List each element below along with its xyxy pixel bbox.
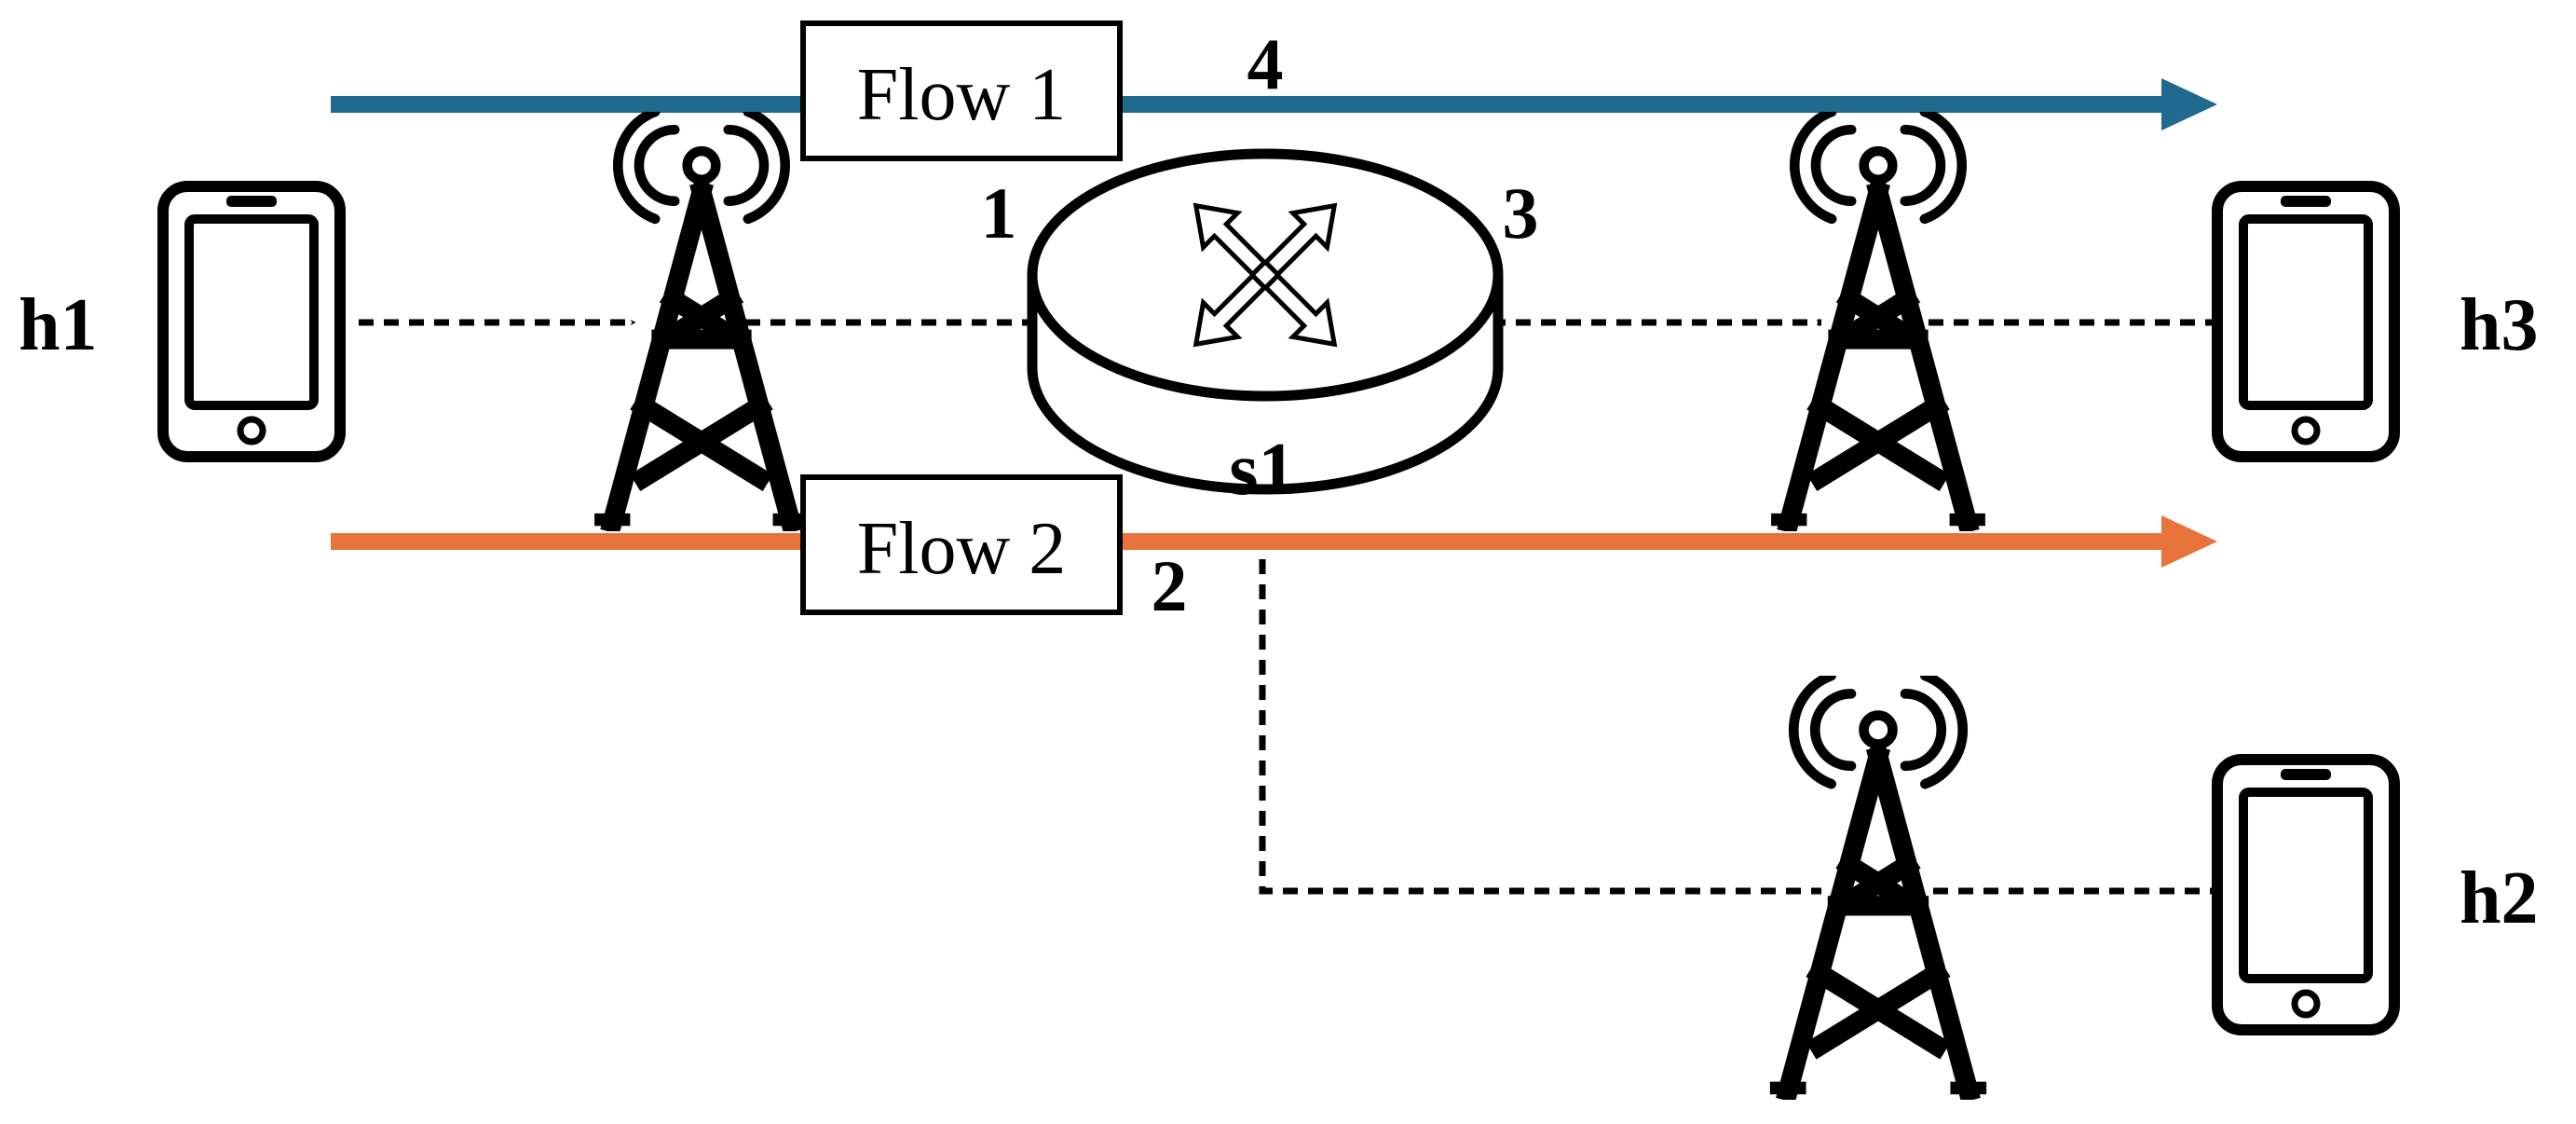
host-h2-label: h2 <box>2460 857 2539 939</box>
access-point-3-radio-tower-icon <box>1771 112 1985 526</box>
host-h3-label: h3 <box>2460 284 2539 366</box>
flow-1-arrowhead <box>2161 78 2217 130</box>
flow-2-arrowhead <box>2161 515 2217 568</box>
port-4-label: 4 <box>1247 23 1284 104</box>
flow-2-label: Flow 2 <box>857 508 1067 590</box>
host-h1-label: h1 <box>19 284 98 366</box>
link-s1-ap2 <box>1259 558 1822 895</box>
port-1-label: 1 <box>981 172 1017 254</box>
flow-1-label-box <box>800 21 1123 161</box>
switch-s1-label: s1 <box>1229 429 1295 511</box>
access-point-2-radio-tower-icon <box>1770 676 1986 1094</box>
flow-2-label-box <box>800 474 1123 615</box>
host-h2-smartphone-icon <box>2217 760 2394 1030</box>
host-h3-smartphone-icon <box>2217 186 2394 457</box>
access-point-1-radio-tower-icon <box>594 112 809 526</box>
flow-1-label: Flow 1 <box>857 54 1067 136</box>
switch-s1-network-switch-icon <box>1027 148 1504 495</box>
port-3-label: 3 <box>1503 172 1539 254</box>
host-h1-smartphone-icon <box>163 186 340 457</box>
port-2-label: 2 <box>1152 545 1188 626</box>
